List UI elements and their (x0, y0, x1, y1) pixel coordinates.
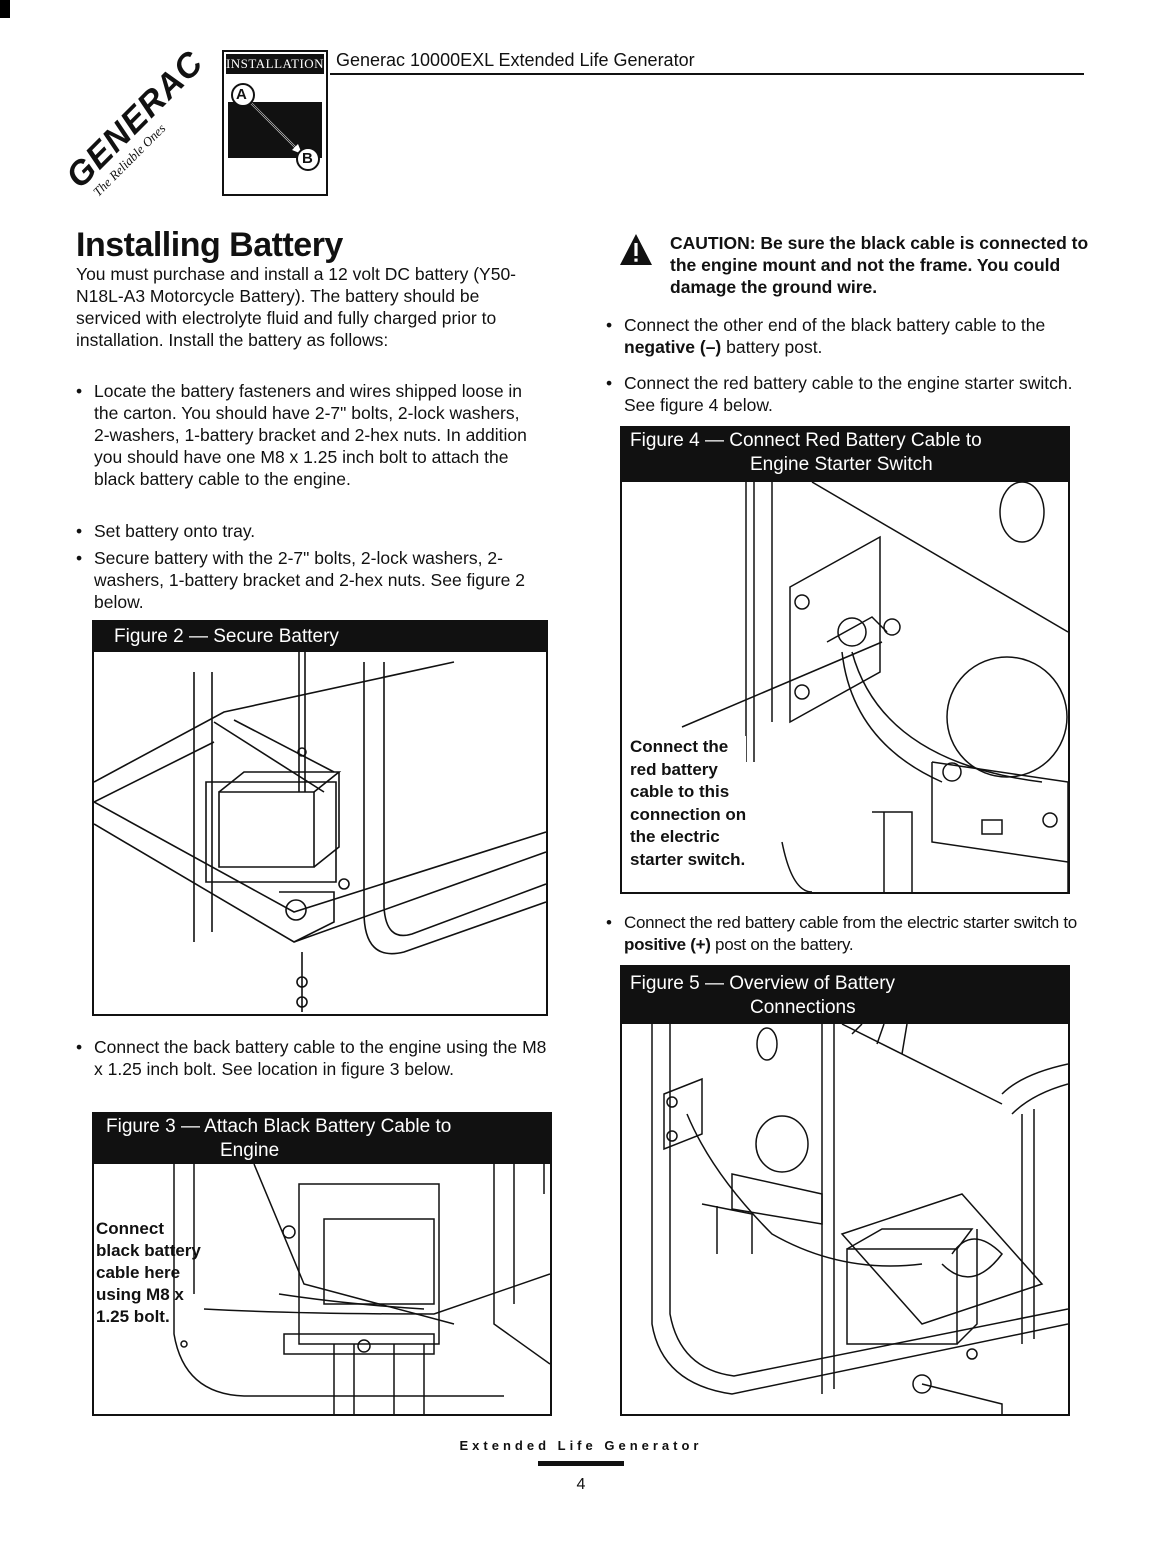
generac-logo: GENERAC The Reliable Ones (60, 44, 211, 200)
list-item: • Secure battery with the 2-7" bolts, 2-… (76, 548, 525, 612)
battery-connections-overview-drawing (622, 1024, 1068, 1414)
list-item: • Connect the other end of the black bat… (606, 315, 1046, 357)
caution-icon (620, 234, 652, 265)
list-item: • Set battery onto tray. (76, 521, 256, 541)
footer-bar (538, 1461, 624, 1466)
section-title: Installing Battery (76, 226, 343, 264)
page-number: 4 (576, 1476, 586, 1493)
a-to-b-diagram-icon (228, 76, 322, 194)
installation-section-badge: INSTALLATION A B (222, 50, 328, 196)
registration-mark (0, 0, 10, 18)
starter-switch-drawing (622, 482, 1068, 892)
point-a-label: A (236, 86, 247, 103)
engine-mount-drawing (94, 1164, 550, 1414)
list-item: • Locate the battery fasteners and wires… (76, 381, 527, 489)
figure-3-callout: Connect black battery cable here using M… (96, 1219, 201, 1326)
list-item: • Connect the red battery cable to the e… (606, 373, 1073, 415)
figure-2-title: Figure 2 — Secure Battery (92, 620, 548, 652)
figure-5-title: Figure 5 — Overview of Battery Connectio… (620, 965, 1070, 1025)
positive-post-term: positive (+) (624, 935, 711, 954)
caution-notice: CAUTION: Be sure the black cable is conn… (670, 233, 1089, 297)
figure-5-illustration (620, 1022, 1070, 1416)
header-rule (330, 73, 1084, 75)
intro-paragraph: You must purchase and install a 12 volt … (76, 264, 517, 350)
figure-4-callout: Connect the red battery cable to this co… (630, 736, 747, 871)
point-b-label: B (302, 150, 313, 167)
figure-4-title: Figure 4 — Connect Red Battery Cable to … (620, 426, 1070, 482)
svg-text:GENERAC: GENERAC (60, 44, 211, 196)
figure-3-title: Figure 3 — Attach Black Battery Cable to… (92, 1112, 552, 1166)
figure-2-illustration (92, 650, 548, 1016)
list-item: • Connect the back battery cable to the … (76, 1037, 547, 1079)
footer-running-title: Extended Life Generator (459, 1438, 703, 1453)
figure-3-illustration (92, 1162, 552, 1416)
negative-post-term: negative (–) (624, 337, 722, 357)
document-title: Generac 10000EXL Extended Life Generator (336, 50, 695, 70)
section-tab-label: INSTALLATION (226, 54, 324, 74)
battery-tray-drawing (94, 652, 546, 1014)
list-item: • Connect the red battery cable from the… (606, 913, 1077, 954)
